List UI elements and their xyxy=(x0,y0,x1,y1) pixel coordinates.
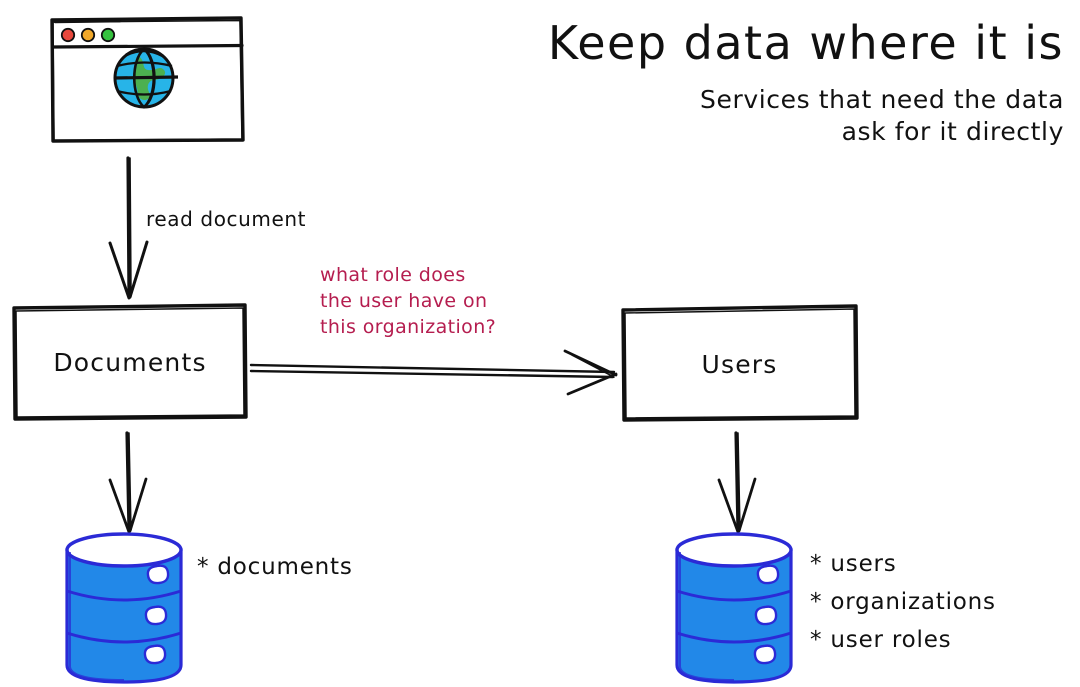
documents-db-divider-2 xyxy=(66,631,182,644)
arrow-users-to-db xyxy=(717,431,757,534)
page-subtitle-line-2: ask for it directly xyxy=(841,117,1064,146)
arrow-browser-to-documents xyxy=(108,156,149,300)
users-db-led-3 xyxy=(753,644,777,665)
arrow-documents-to-db xyxy=(108,431,148,534)
maximize-dot[interactable] xyxy=(100,27,116,43)
browser-titlebar-accent xyxy=(53,20,122,24)
globe-cap xyxy=(125,49,164,58)
documents-database[interactable] xyxy=(65,532,183,684)
globe-equator xyxy=(113,75,179,80)
users-db-top xyxy=(675,532,793,568)
users-db-led-1 xyxy=(756,564,780,585)
users-db-items: * users * organizations * user roles xyxy=(810,551,996,653)
arrow-documents-to-users xyxy=(249,349,618,396)
documents-box-outline xyxy=(12,303,248,421)
minimize-dot[interactable] xyxy=(80,27,96,43)
users-box-outline xyxy=(621,304,859,422)
users-db-divider-1 xyxy=(676,589,792,602)
globe-parallel-top xyxy=(116,61,173,68)
page-title: Keep data where it is xyxy=(547,16,1064,70)
edge-label-read-document: read document xyxy=(146,207,307,231)
documents-db-divider-1 xyxy=(66,589,182,602)
users-db-overstroke xyxy=(679,552,735,681)
edge-label-role-query: what role does the user have on this org… xyxy=(320,264,497,338)
documents-box-outline-2 xyxy=(15,307,245,418)
node-label-users: Users xyxy=(701,350,778,379)
documents-db-top xyxy=(65,532,183,568)
globe-icon xyxy=(113,47,179,109)
browser-frame-inner xyxy=(52,19,243,142)
close-dot[interactable] xyxy=(60,27,76,43)
page-subtitle-line-1: Services that need the data xyxy=(700,85,1064,114)
documents-db-led-1 xyxy=(146,564,170,585)
users-db-divider-2 xyxy=(676,631,792,644)
browser-titlebar-divider xyxy=(51,43,244,49)
documents-db-overstroke xyxy=(69,552,125,681)
documents-db-led-2 xyxy=(144,605,168,626)
browser-window[interactable] xyxy=(50,16,245,143)
documents-db-items: * documents xyxy=(197,554,353,580)
node-label-documents: Documents xyxy=(53,348,207,377)
node-documents[interactable] xyxy=(12,303,248,421)
documents-db-led-3 xyxy=(143,644,167,665)
users-database[interactable] xyxy=(675,532,793,684)
users-db-led-2 xyxy=(754,605,778,626)
node-users[interactable] xyxy=(621,304,859,422)
globe-parallel-bottom xyxy=(116,89,172,96)
users-box-outline-2 xyxy=(624,308,856,419)
